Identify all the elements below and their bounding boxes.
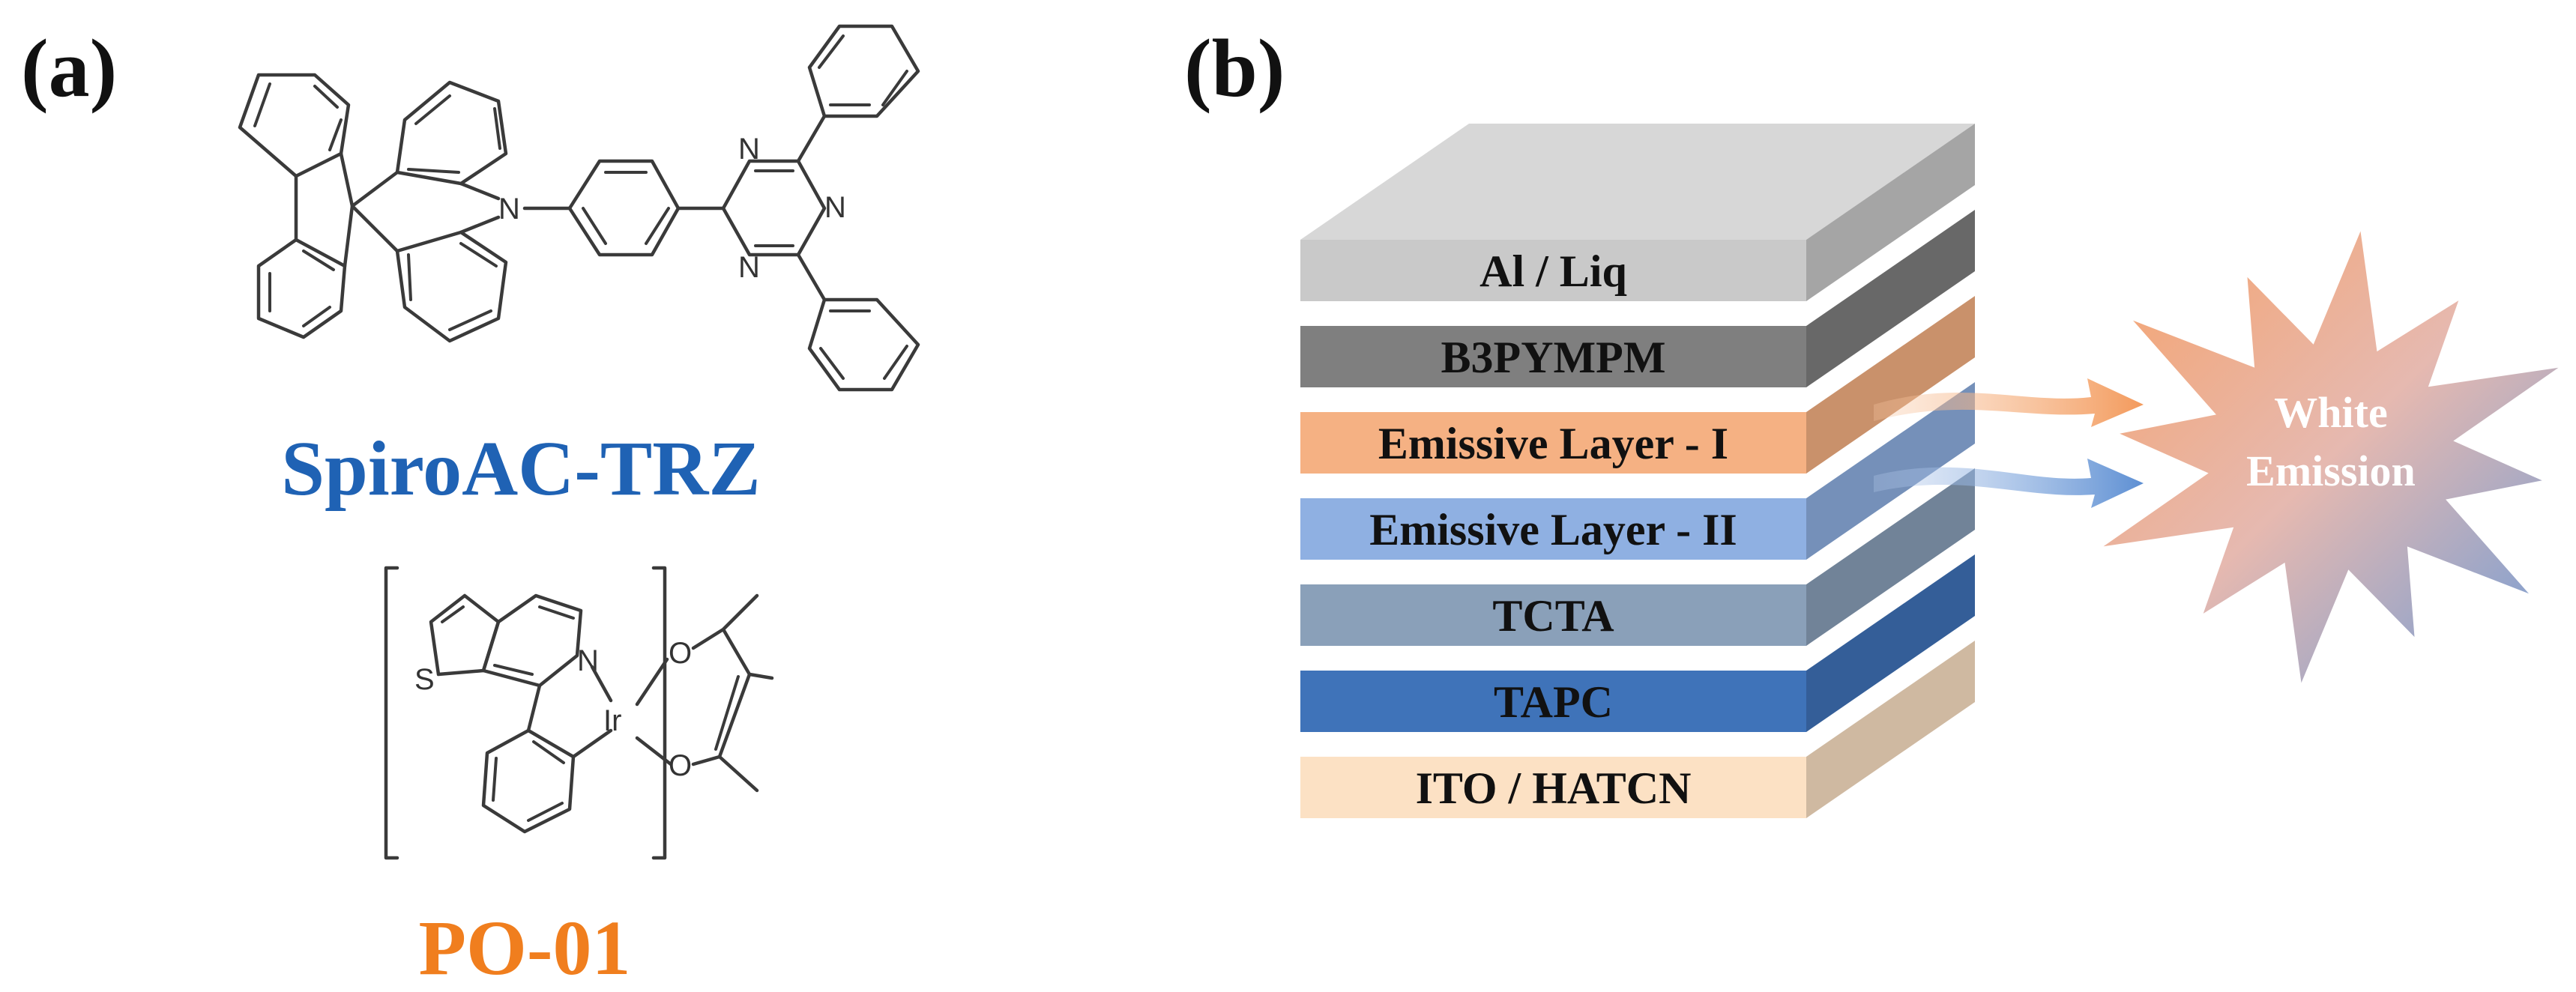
- thiophene-ring: [429, 593, 501, 677]
- layer-1-side-face: [1806, 124, 1975, 301]
- emission-arrow-orange: [1874, 378, 2144, 427]
- emission-arrow-blue: [1874, 459, 2144, 508]
- layer-1-label: Al / Liq: [1479, 247, 1627, 296]
- layer-1: Al / Liq: [1300, 124, 1975, 301]
- layer-6-label: TAPC: [1494, 677, 1613, 727]
- panel-b-label: (b): [1184, 22, 1285, 114]
- molecule-name-po-01: PO-01: [418, 905, 630, 991]
- atom-ir: Ir: [603, 704, 621, 737]
- molecule-name-spiroac-trz: SpiroAC-TRZ: [281, 426, 761, 512]
- layer-5-label: TCTA: [1492, 591, 1614, 641]
- layer-6: TAPC: [1300, 554, 1975, 732]
- atom-n-triazine-3: N: [738, 251, 760, 284]
- triazine-upper-phenyl: [807, 24, 920, 118]
- panel-a-label: (a): [21, 22, 117, 114]
- layer-7-side-face: [1806, 641, 1975, 818]
- layer-7-label: ITO / HATCN: [1416, 763, 1692, 813]
- layer-2-front-face: [1300, 326, 1806, 387]
- atom-n-triazine-1: N: [738, 133, 760, 166]
- layer-3: Emissive Layer - I: [1300, 296, 1975, 474]
- layer-2-side-face: [1806, 210, 1975, 387]
- atom-o-upper: O: [669, 637, 692, 670]
- layer-7: ITO / HATCN: [1300, 641, 1975, 818]
- layer-4-label: Emissive Layer - II: [1369, 505, 1737, 554]
- spiroac-trz-structure: N N N N: [238, 24, 920, 392]
- layer-4: Emissive Layer - II: [1300, 382, 1975, 560]
- layer-4-side-face: [1806, 382, 1975, 560]
- layer-3-label: Emissive Layer - I: [1378, 419, 1728, 468]
- atom-n-acridine: N: [498, 193, 520, 226]
- white-emission-starburst: White Emission: [2103, 231, 2559, 683]
- layer-2: B3PYMPM: [1300, 210, 1975, 387]
- device-layer-stack: ITO / HATCN TAPC TCTA Emissive Layer - II Em…: [1300, 124, 1975, 818]
- pyridine-ring: [481, 593, 583, 688]
- phenylene-ring: [567, 159, 681, 257]
- layer-5: TCTA: [1300, 468, 1975, 646]
- layer-5-side-face: [1806, 468, 1975, 646]
- layer-1-front-face: [1300, 240, 1806, 301]
- atom-o-lower: O: [669, 749, 692, 782]
- layer-3-front-face: [1300, 412, 1806, 474]
- emission-arrows: [1874, 378, 2144, 508]
- atom-n-triazine-2: N: [824, 191, 846, 224]
- layer-1-top-face: [1300, 124, 1975, 240]
- layer-5-front-face: [1300, 584, 1806, 646]
- acridine-lower-ring: [395, 230, 508, 343]
- triazine-ring: [721, 159, 827, 257]
- layer-6-side-face: [1806, 554, 1975, 732]
- emission-label-line1: White: [2274, 388, 2387, 437]
- layer-7-front-face: [1300, 757, 1806, 818]
- fluorene-lower-ring: [256, 238, 347, 339]
- atom-s: S: [414, 663, 435, 696]
- layer-4-front-face: [1300, 498, 1806, 560]
- po-01-phenyl-ring: [481, 728, 576, 834]
- triazine-lower-phenyl: [807, 297, 920, 392]
- layer-3-side-face: [1806, 296, 1975, 474]
- po-01-structure: S N Ir O O: [384, 566, 774, 860]
- layer-6-front-face: [1300, 671, 1806, 732]
- layer-2-label: B3PYMPM: [1441, 333, 1666, 382]
- emission-label-line2: Emission: [2246, 447, 2416, 495]
